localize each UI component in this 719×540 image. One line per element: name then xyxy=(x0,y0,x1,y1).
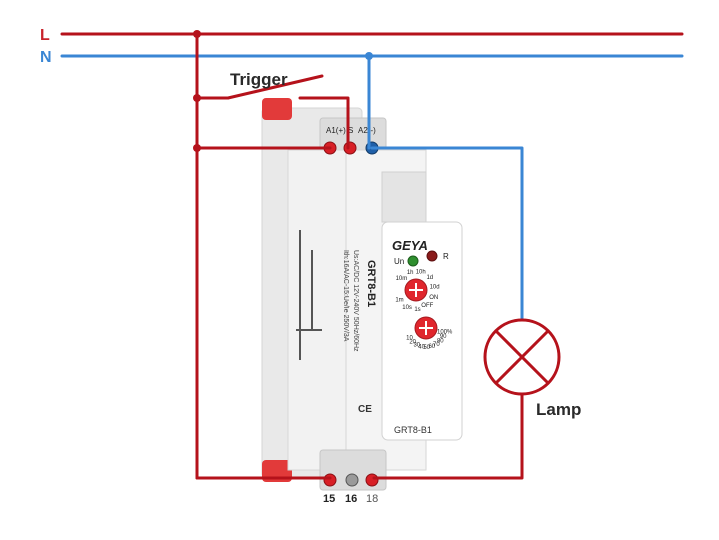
led-r-label: R xyxy=(443,252,449,261)
relay-module: GRT8-B1 Us:AC/DC 12V-240V 50Hz/60Hz Ith:… xyxy=(261,98,463,505)
dial-tick-label: 1m xyxy=(395,298,403,304)
side-label-group: GRT8-B1 Us:AC/DC 12V-240V 50Hz/60Hz Ith:… xyxy=(342,250,377,352)
terminal-15-label: 15 xyxy=(323,493,335,505)
neutral-line-label: N xyxy=(40,49,52,66)
dial-tick-label: 10m xyxy=(396,276,408,282)
front-upper-recess xyxy=(381,171,427,223)
terminal-a1-label: A1(+) xyxy=(326,126,346,135)
lamp-symbol xyxy=(483,318,561,396)
lamp-circle-icon xyxy=(483,318,561,396)
junction-dot xyxy=(365,52,373,60)
led-un-label: Un xyxy=(394,257,404,266)
dial-tick-label: 100% xyxy=(437,329,453,335)
dial-tick-label: 60 xyxy=(428,344,435,350)
trigger-switch-contact xyxy=(226,74,324,100)
dial-tick-label: 70 xyxy=(433,342,440,348)
dial-tick-label: 30 xyxy=(413,343,420,349)
ce-mark: CE xyxy=(358,404,372,415)
junction-dot xyxy=(193,30,201,38)
terminal-15-screw-icon xyxy=(323,473,337,487)
terminal-18-screw-icon xyxy=(365,473,379,487)
dial-tick-label: 1h xyxy=(407,270,414,276)
side-spec-2: Ith:16A/AC-15:Ue/Ie 250V/3A xyxy=(342,250,349,342)
lamp-cross-icon xyxy=(494,329,550,385)
terminal-16-label: 16 xyxy=(345,493,357,505)
red-led-icon xyxy=(426,250,438,262)
dial-tick-label: 10h xyxy=(416,270,426,276)
dial-tick-label: 90 xyxy=(440,334,447,340)
a2-to-lamp-wire xyxy=(370,146,524,322)
brand-logo: GEYA xyxy=(392,238,428,253)
dial-tick-label: 50 xyxy=(423,345,430,351)
lamp-to-18-wire xyxy=(372,392,524,480)
dial-tick-label: 10 xyxy=(406,336,413,342)
dial-tick-label: 1d xyxy=(426,275,433,281)
front-model-label: GRT8-B1 xyxy=(394,425,432,435)
side-spec-1: Us:AC/DC 12V-240V 50Hz/60Hz xyxy=(352,250,359,352)
terminal-16-screw-icon xyxy=(345,473,359,487)
dial-tick-label: OFF xyxy=(421,303,433,309)
terminal-18-label: 18 xyxy=(366,493,378,505)
dial-tick-label: ON xyxy=(429,295,438,301)
junction-dot xyxy=(193,144,201,152)
side-model-label: GRT8-B1 xyxy=(365,260,377,307)
dial-tick-label: 10d xyxy=(430,284,440,290)
trigger-label: Trigger xyxy=(230,70,288,89)
dial-tick-label: 20 xyxy=(409,340,416,346)
terminal-a2-label: A2(-) xyxy=(358,126,376,135)
lamp-label: Lamp xyxy=(536,400,581,419)
din-clip-top xyxy=(262,98,292,120)
dial-tick-label: 40 xyxy=(418,345,425,351)
dial-tick-label: 1s xyxy=(414,307,420,313)
terminal-s-screw-icon xyxy=(343,141,357,155)
terminal-s-label: S xyxy=(348,126,353,135)
dial-tick-label: 10s xyxy=(402,305,412,311)
green-led-icon xyxy=(407,255,419,267)
live-line-label: L xyxy=(40,27,50,44)
relay-side-face xyxy=(287,149,351,471)
junction-dot xyxy=(193,94,201,102)
dial-tick-label: 80 xyxy=(437,339,444,345)
trigger-to-s-wire xyxy=(298,96,350,150)
wiring xyxy=(60,30,684,480)
